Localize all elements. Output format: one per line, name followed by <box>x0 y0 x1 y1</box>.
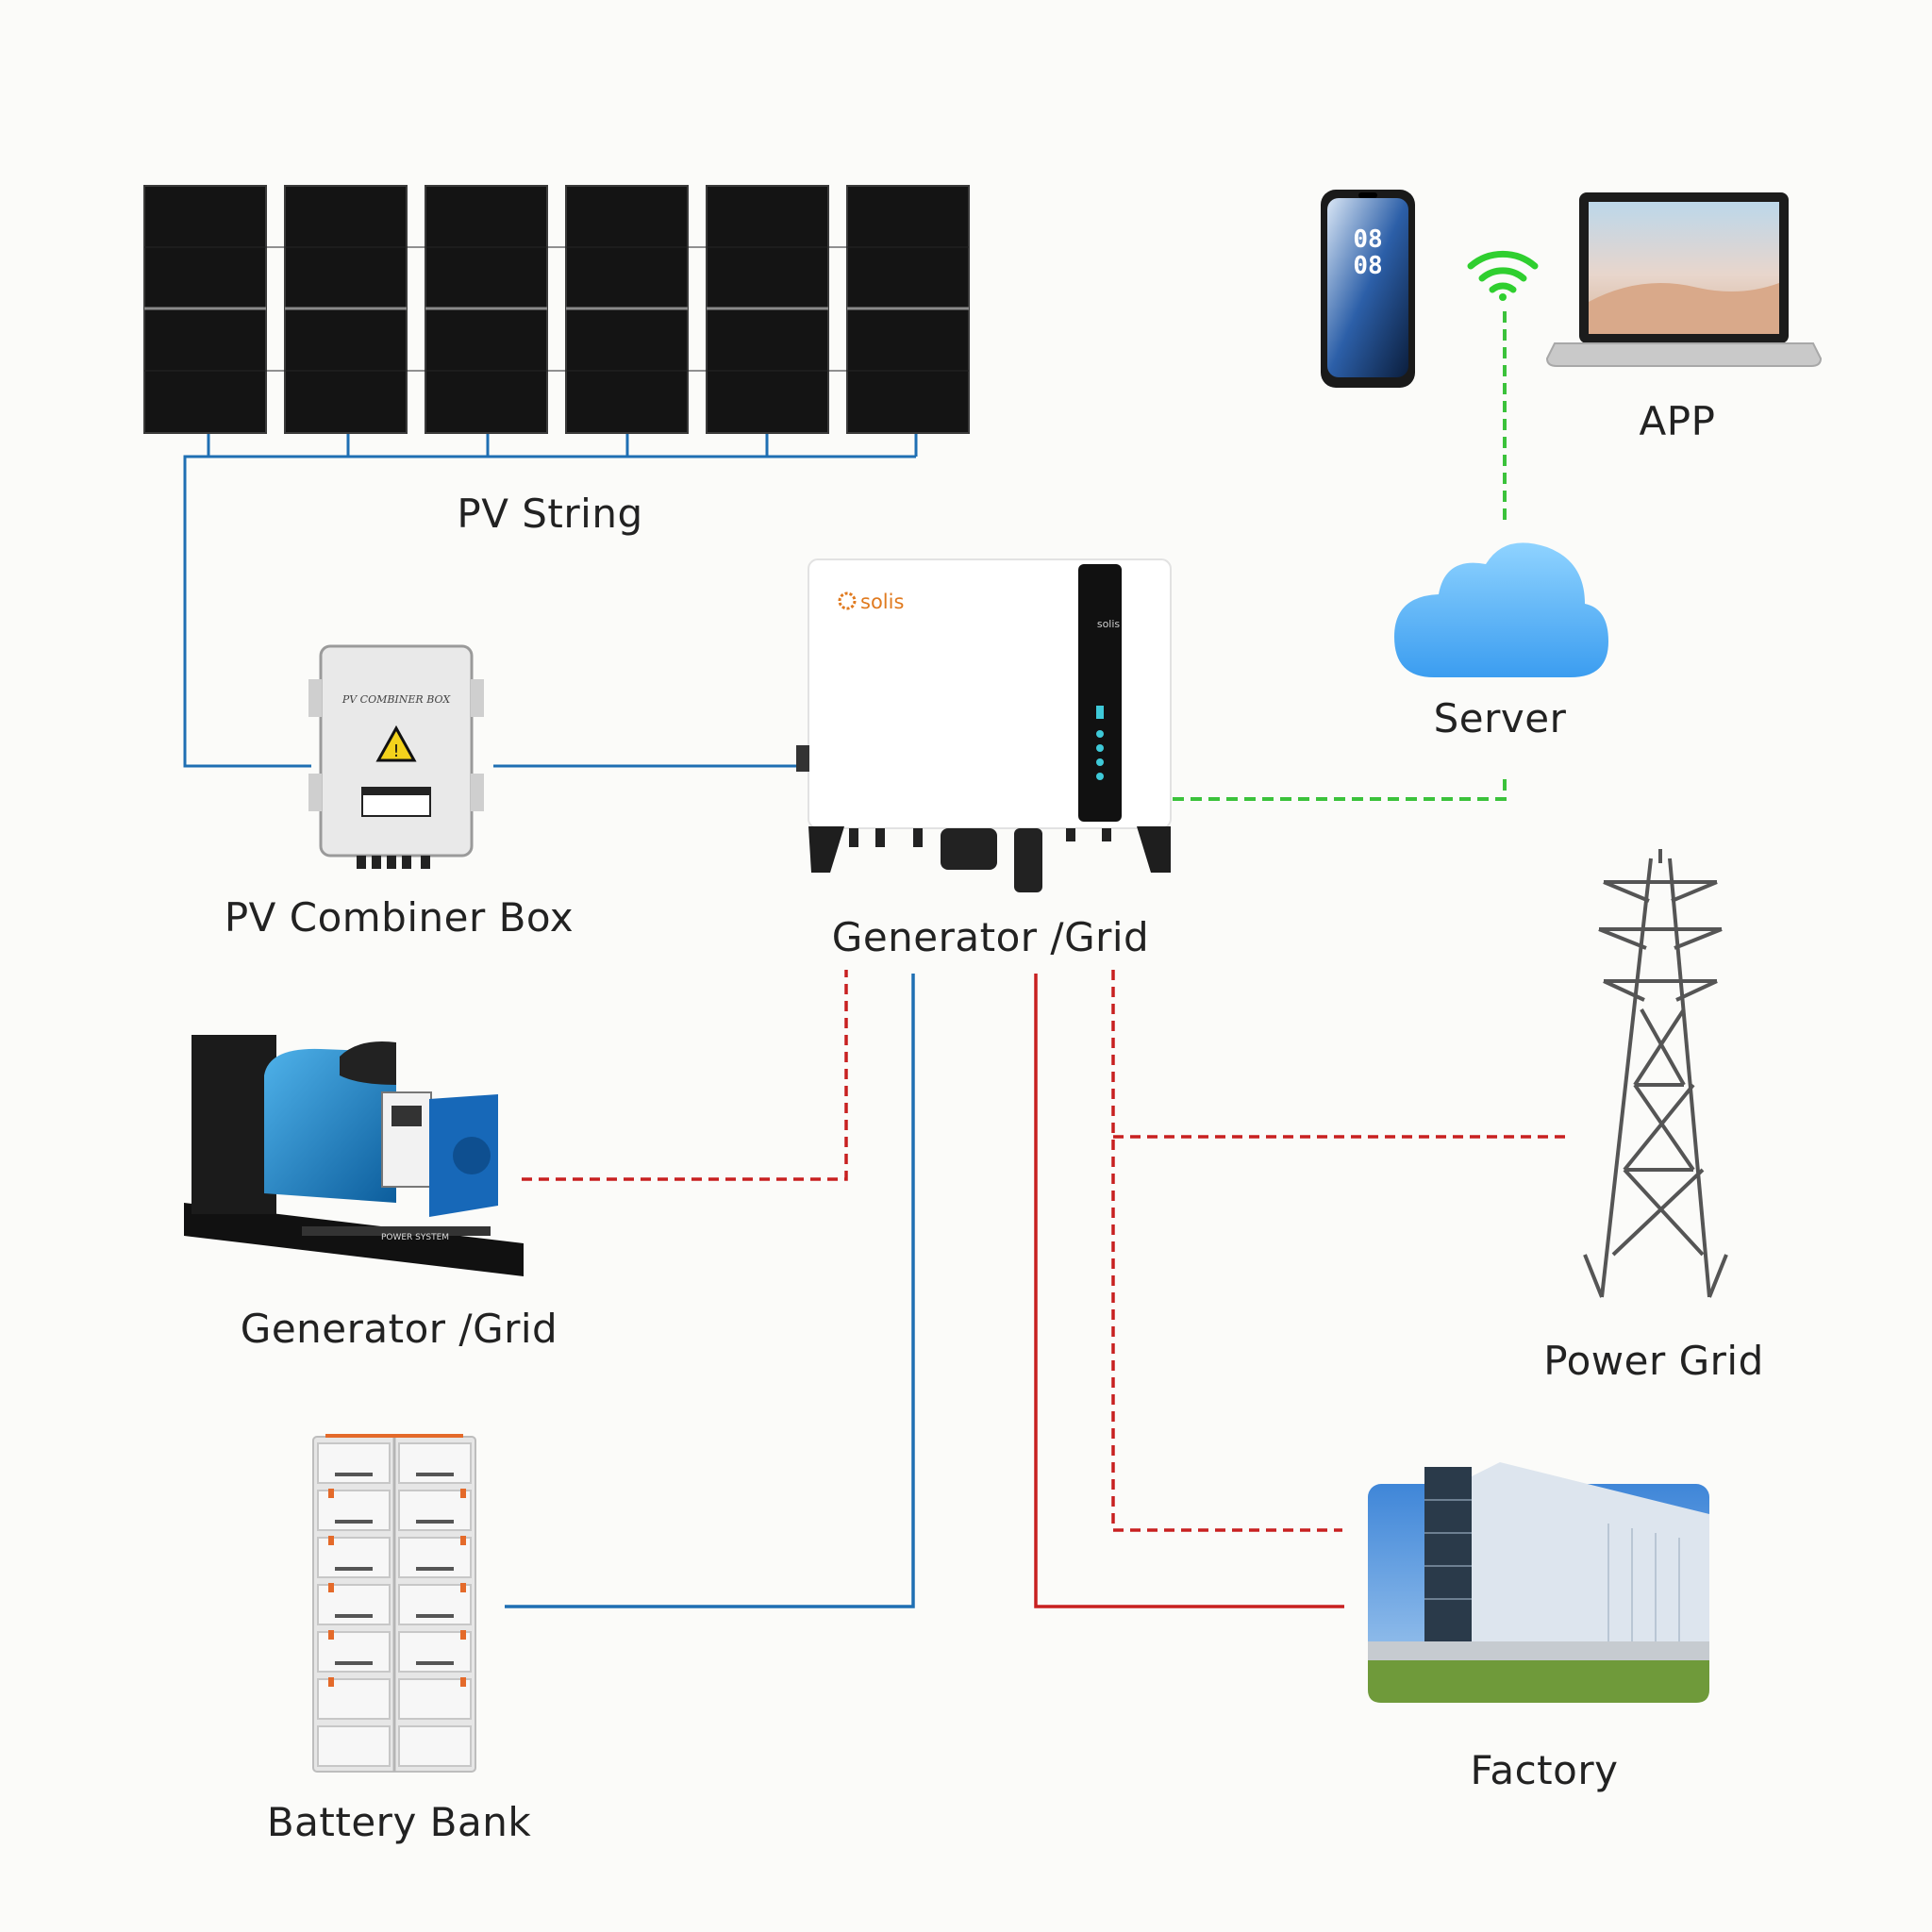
solar-panel-icon <box>425 185 548 434</box>
factory-icon <box>1368 1462 1709 1703</box>
solar-panel-icon <box>846 185 970 434</box>
generator-to-inverter-line <box>522 970 848 1181</box>
phone-icon: 08 08 <box>1321 190 1415 388</box>
solar-panel-icon <box>706 185 829 434</box>
svg-text:!: ! <box>392 741 399 761</box>
generator-label: Generator /Grid <box>240 1306 558 1352</box>
wifi-icon <box>1467 250 1539 301</box>
inverter-icon: solis solis <box>796 558 1172 892</box>
inverter-to-server-data-line <box>1173 778 1507 801</box>
inverter-to-factory-line <box>1034 974 1344 1608</box>
phone-clock-minutes: 08 <box>1353 252 1382 280</box>
transmission-tower-icon <box>1583 849 1728 1298</box>
inverter-brand: solis <box>860 591 904 613</box>
battery-to-inverter-line <box>505 974 915 1608</box>
battery-bank-label: Battery Bank <box>266 1799 532 1845</box>
generator-plate: POWER SYSTEM <box>381 1233 449 1242</box>
phone-clock-hours: 08 <box>1353 225 1382 254</box>
inverter-to-factory-dashed-line <box>1111 970 1342 1532</box>
inverter-panel-brand: solis <box>1097 618 1121 630</box>
sun-logo-icon <box>838 591 857 610</box>
pv-string-label: PV String <box>457 491 643 537</box>
pv-string <box>143 185 970 434</box>
power-grid-label: Power Grid <box>1543 1338 1764 1384</box>
cloud-icon <box>1394 542 1608 677</box>
combiner-box-label: PV Combiner Box <box>224 894 575 941</box>
solar-panel-icon <box>284 185 408 434</box>
warning-icon <box>375 724 417 762</box>
factory-label: Factory <box>1470 1747 1619 1793</box>
app-label: APP <box>1639 398 1716 444</box>
server-label: Server <box>1433 695 1567 741</box>
combiner-box-icon: PV COMBINER BOX ! <box>308 644 484 869</box>
solar-panel-icon <box>565 185 689 434</box>
pv-string-wiring <box>183 434 918 768</box>
solar-panel-icon <box>143 185 267 434</box>
generator-icon: POWER SYSTEM <box>184 1035 524 1276</box>
inverter-label: Generator /Grid <box>831 914 1150 960</box>
combiner-panel-title: PV COMBINER BOX <box>341 693 452 706</box>
battery-bank-icon <box>312 1434 476 1773</box>
laptop-icon <box>1545 192 1823 367</box>
